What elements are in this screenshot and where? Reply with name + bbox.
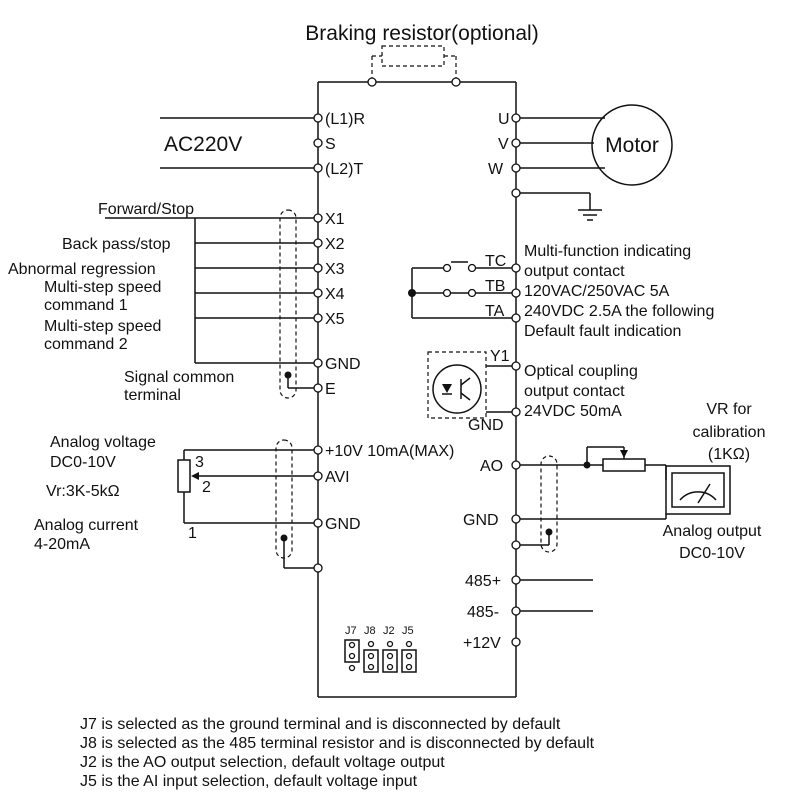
pot-pin-3: 3 bbox=[195, 454, 204, 471]
input-back-stop-label: Back pass/stop bbox=[62, 236, 171, 253]
relay-output-group: TC TB TA Multi-function indicating outpu… bbox=[408, 243, 714, 340]
terminal-e-label: E bbox=[325, 381, 336, 398]
terminal-gnd-ai-label: GND bbox=[325, 516, 361, 533]
motor-output-group: U V W Motor bbox=[488, 104, 673, 221]
input-multistep1-label-a: Multi-step speed bbox=[44, 279, 161, 296]
terminal-t-label: (L2)T bbox=[325, 161, 363, 178]
relay-desc-4: 240VDC 2.5A the following bbox=[524, 303, 714, 320]
terminal-y1-label: Y1 bbox=[490, 348, 510, 365]
terminal-tc-label: TC bbox=[485, 253, 506, 270]
terminal-r-label: (L1)R bbox=[325, 111, 365, 128]
motor-label: Motor bbox=[605, 134, 659, 157]
input-multistep2-label-b: command 2 bbox=[44, 336, 128, 353]
terminal-ao-label: AO bbox=[480, 458, 503, 475]
terminal-gnd-in-label: GND bbox=[325, 356, 361, 373]
vr-label-3: (1KΩ) bbox=[708, 446, 750, 463]
relay-desc-1: Multi-function indicating bbox=[524, 243, 691, 260]
motor-symbol bbox=[591, 104, 673, 186]
input-multistep2-label-a: Multi-step speed bbox=[44, 318, 161, 335]
communication-group: 485+ 485- +12V bbox=[463, 573, 593, 652]
terminal-u-label: U bbox=[498, 111, 510, 128]
pot-pin-2: 2 bbox=[202, 479, 211, 496]
jumper-j7 bbox=[344, 639, 360, 672]
ground-icon bbox=[578, 209, 602, 221]
input-abnormal-label: Abnormal regression bbox=[8, 261, 156, 278]
calibration-resistor-symbol bbox=[583, 446, 667, 480]
pot-pin-1: 1 bbox=[188, 525, 197, 542]
jumper-j7-label: J7 bbox=[345, 625, 357, 637]
terminal-x5-label: X5 bbox=[325, 311, 345, 328]
terminal-tb-label: TB bbox=[485, 278, 505, 295]
terminal-12v-label: +12V bbox=[463, 635, 501, 652]
analog-input-group: Analog voltage DC0-10V Vr:3K-5kΩ Analog … bbox=[34, 434, 454, 573]
terminal-485n-label: 485- bbox=[467, 604, 499, 621]
terminal-x3-label: X3 bbox=[325, 261, 345, 278]
braking-resistor-title: Braking resistor(optional) bbox=[305, 22, 538, 45]
terminal-avi-label: AVI bbox=[325, 469, 350, 486]
potentiometer-label: Vr:3K-5kΩ bbox=[46, 483, 120, 500]
note-j7: J7 is selected as the ground terminal an… bbox=[80, 716, 561, 733]
terminal-r bbox=[313, 113, 323, 123]
terminal-x4-label: X4 bbox=[325, 286, 345, 303]
signal-common-label-b: terminal bbox=[124, 387, 181, 404]
opto-desc-3: 24VDC 50mA bbox=[524, 403, 622, 420]
terminal-gnd-ao-label: GND bbox=[463, 512, 499, 529]
terminal-x1-label: X1 bbox=[325, 211, 345, 228]
terminal-ta-label: TA bbox=[485, 303, 505, 320]
terminal-s bbox=[313, 138, 323, 148]
analog-output-label: Analog output bbox=[663, 523, 762, 540]
jumper-j5 bbox=[401, 640, 417, 673]
braking-resistor-symbol bbox=[367, 45, 461, 87]
relay-desc-2: output contact bbox=[524, 263, 625, 280]
jumper-j2-label: J2 bbox=[383, 625, 395, 637]
terminal-s-label: S bbox=[325, 136, 336, 153]
opto-desc-1: Optical coupling bbox=[524, 363, 638, 380]
analog-output-group: VR for calibration (1KΩ) AO GND bbox=[463, 401, 765, 562]
vr-label-2: calibration bbox=[693, 424, 766, 441]
relay-desc-5: Default fault indication bbox=[524, 323, 681, 340]
terminal-t bbox=[313, 163, 323, 173]
analog-current-range: 4-20mA bbox=[34, 536, 90, 553]
power-input-group: AC220V (L1)R S (L2)T bbox=[160, 111, 365, 178]
terminal-485p-label: 485+ bbox=[465, 573, 501, 590]
ac-supply-label: AC220V bbox=[164, 133, 242, 156]
analog-voltage-range: DC0-10V bbox=[50, 454, 116, 471]
jumper-j8 bbox=[363, 640, 379, 673]
terminal-10v-label: +10V 10mA(MAX) bbox=[325, 443, 454, 460]
analog-voltage-label: Analog voltage bbox=[50, 434, 156, 451]
note-j2: J2 is the AO output selection, default v… bbox=[80, 754, 445, 771]
terminal-w-label: W bbox=[488, 161, 504, 178]
optocoupler-output-group: Y1 GND Optical coupling output contact 2… bbox=[427, 348, 638, 434]
signal-common-label-a: Signal common bbox=[124, 369, 234, 386]
relay-desc-3: 120VAC/250VAC 5A bbox=[524, 283, 670, 300]
opto-desc-2: output contact bbox=[524, 383, 625, 400]
input-forward-stop-label: Forward/Stop bbox=[98, 201, 194, 218]
terminal-gnd-opto-label: GND bbox=[468, 417, 504, 434]
vr-label-1: VR for bbox=[706, 401, 752, 418]
input-multistep1-label-b: command 1 bbox=[44, 297, 128, 314]
analog-output-range: DC0-10V bbox=[679, 545, 745, 562]
digital-inputs-group: Forward/Stop Back pass/stop Abnormal reg… bbox=[8, 201, 361, 404]
note-j8: J8 is selected as the 485 terminal resis… bbox=[80, 735, 595, 752]
voltmeter-icon bbox=[665, 465, 731, 515]
optocoupler-symbol bbox=[432, 364, 482, 414]
note-j5: J5 is the AI input selection, default vo… bbox=[80, 773, 418, 790]
terminal-v-label: V bbox=[498, 136, 509, 153]
jumper-block: J7 J8 J2 J5 bbox=[344, 625, 417, 673]
terminal-x2-label: X2 bbox=[325, 236, 345, 253]
analog-current-label: Analog current bbox=[34, 517, 139, 534]
jumper-j8-label: J8 bbox=[364, 625, 376, 637]
jumper-j5-label: J5 bbox=[402, 625, 414, 637]
jumper-j2 bbox=[382, 640, 398, 673]
jumper-notes: J7 is selected as the ground terminal an… bbox=[80, 716, 595, 790]
